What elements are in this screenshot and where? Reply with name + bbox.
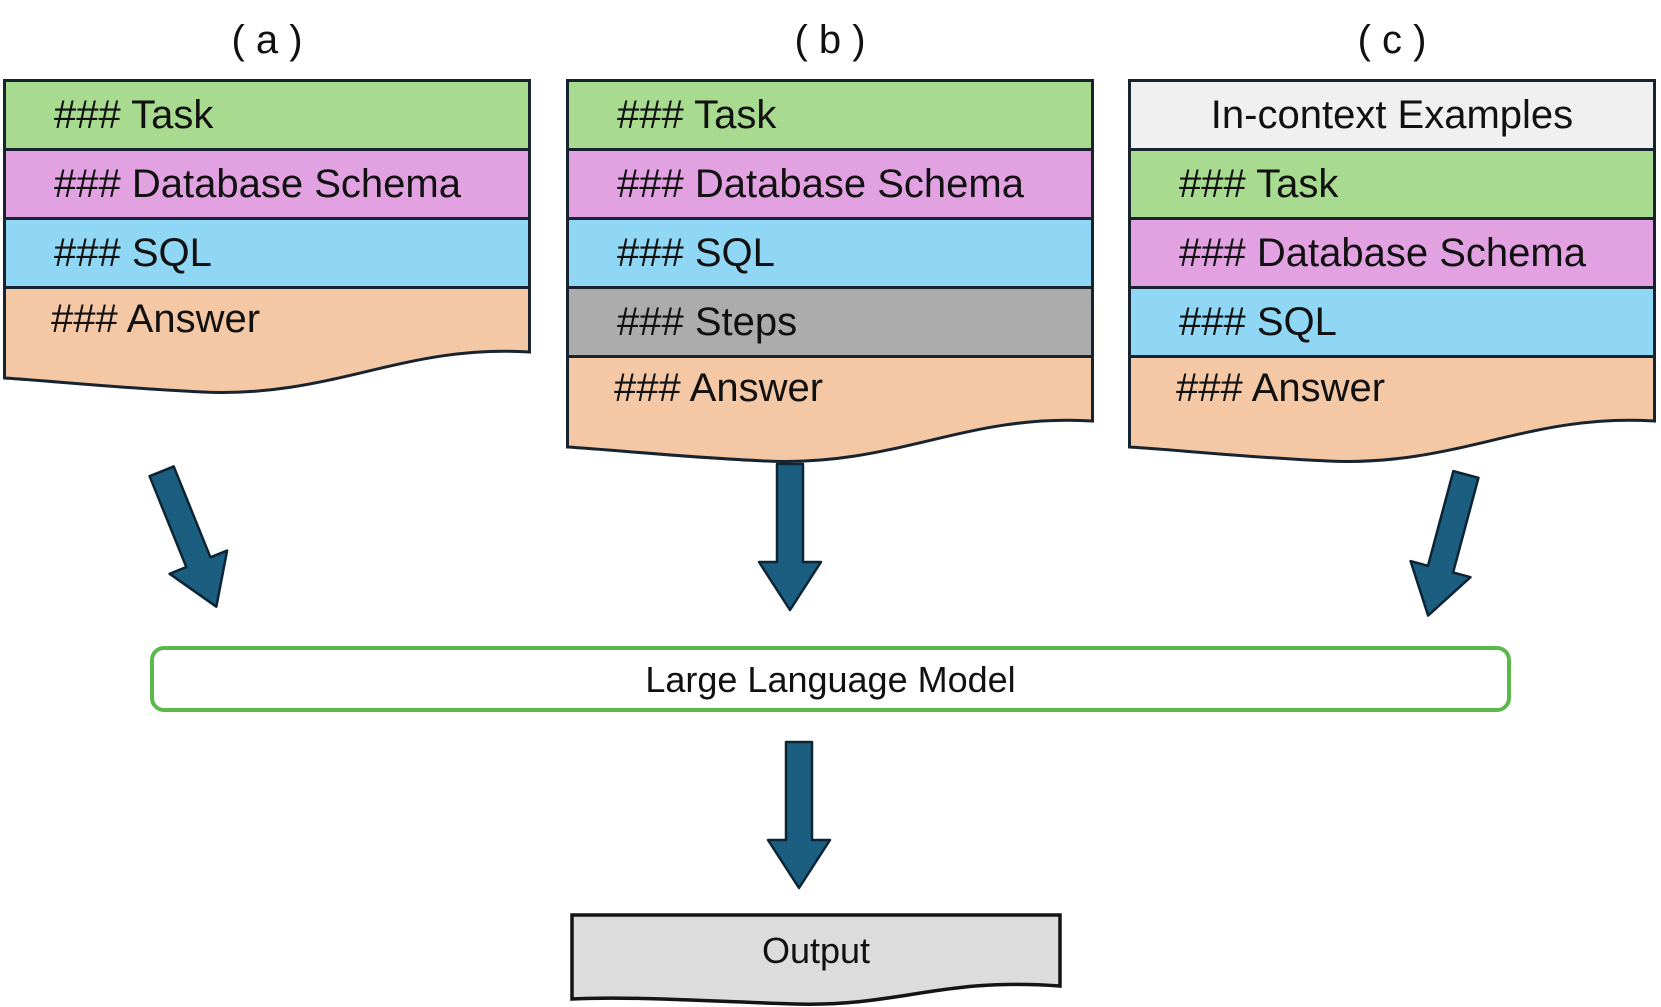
section-task: ### Task bbox=[566, 79, 1094, 151]
prompt-stack-a: ### Task ### Database Schema ### SQL ###… bbox=[3, 79, 531, 404]
stack-b-caption: ( b ) bbox=[794, 18, 866, 62]
section-answer-label: ### Answer bbox=[1176, 366, 1386, 410]
llm-label: Large Language Model bbox=[645, 659, 1016, 700]
section-schema-label: ### Database Schema bbox=[54, 162, 461, 206]
document-shape-icon bbox=[1128, 355, 1656, 463]
section-task: ### Task bbox=[1128, 148, 1656, 220]
section-schema-label: ### Database Schema bbox=[617, 162, 1024, 206]
section-schema: ### Database Schema bbox=[3, 148, 531, 220]
document-shape-icon bbox=[570, 913, 1062, 1006]
section-task-label: ### Task bbox=[617, 93, 777, 137]
stack-a-caption: ( a ) bbox=[231, 18, 303, 62]
section-steps: ### Steps bbox=[566, 286, 1094, 358]
section-incontext-label: In-context Examples bbox=[1210, 93, 1574, 137]
section-answer-document: ### Answer bbox=[566, 355, 1094, 473]
document-shape-icon bbox=[3, 286, 531, 394]
section-schema-label: ### Database Schema bbox=[1179, 231, 1586, 275]
section-answer-document: ### Answer bbox=[3, 286, 531, 404]
arrow-llm-to-output-icon bbox=[766, 740, 832, 890]
section-task-label: ### Task bbox=[54, 93, 214, 137]
document-shape-icon bbox=[566, 355, 1094, 463]
section-sql-label: ### SQL bbox=[617, 231, 775, 275]
section-sql: ### SQL bbox=[566, 217, 1094, 289]
section-schema: ### Database Schema bbox=[1128, 217, 1656, 289]
section-schema: ### Database Schema bbox=[566, 148, 1094, 220]
stack-c-caption: ( c ) bbox=[1357, 18, 1427, 62]
section-answer-label: ### Answer bbox=[614, 366, 824, 410]
llm-box: Large Language Model bbox=[150, 646, 1511, 712]
arrow-a-to-llm-icon bbox=[148, 465, 229, 608]
prompt-stack-b: ### Task ### Database Schema ### SQL ###… bbox=[566, 79, 1094, 473]
section-steps-label: ### Steps bbox=[617, 300, 798, 344]
arrow-c-to-llm-icon bbox=[1409, 469, 1480, 617]
section-incontext-examples: In-context Examples bbox=[1128, 79, 1656, 151]
section-sql-label: ### SQL bbox=[1179, 300, 1337, 344]
section-task: ### Task bbox=[3, 79, 531, 151]
section-sql: ### SQL bbox=[1128, 286, 1656, 358]
arrow-b-to-llm-icon bbox=[757, 462, 823, 612]
output-label: Output bbox=[761, 930, 871, 971]
section-answer-document: ### Answer bbox=[1128, 355, 1656, 473]
prompt-stack-c: In-context Examples ### Task ### Databas… bbox=[1128, 79, 1656, 473]
section-answer-label: ### Answer bbox=[51, 297, 261, 341]
output-document: Output bbox=[570, 913, 1062, 1007]
section-sql: ### SQL bbox=[3, 217, 531, 289]
section-sql-label: ### SQL bbox=[54, 231, 212, 275]
section-task-label: ### Task bbox=[1179, 162, 1339, 206]
